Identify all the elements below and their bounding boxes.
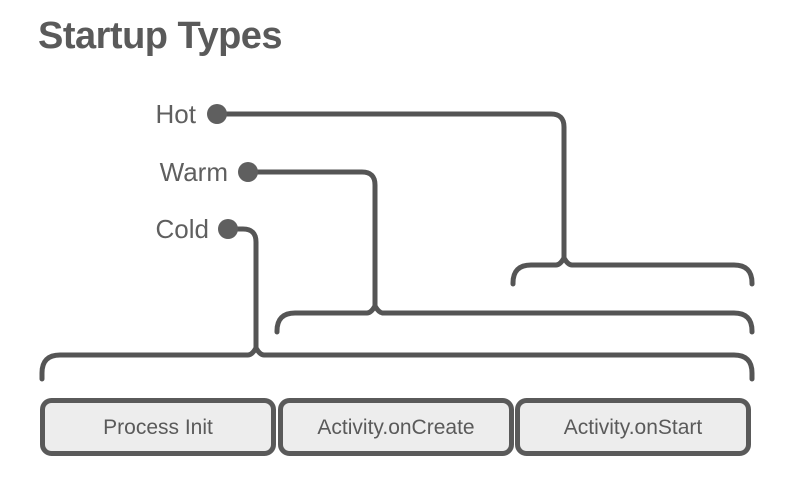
branch-dot-warm — [238, 162, 258, 182]
branch-label-hot: Hot — [156, 99, 197, 129]
branch-dot-cold — [218, 219, 238, 239]
connector-lines — [39, 111, 755, 382]
branch-bracket-cold — [39, 345, 755, 382]
branch-dot-hot — [207, 104, 227, 124]
stage-box-activity-onstart[interactable]: Activity.onStart — [515, 398, 751, 456]
stage-box-activity-oncreate[interactable]: Activity.onCreate — [278, 398, 514, 456]
stage-box-label-activity-oncreate: Activity.onCreate — [317, 416, 474, 439]
stage-box-process-init[interactable]: Process Init — [40, 398, 276, 456]
stage-box-label-activity-onstart: Activity.onStart — [564, 416, 703, 439]
branch-dots — [207, 104, 258, 239]
stage-box-label-process-init: Process Init — [103, 416, 213, 439]
branch-stem-hot — [222, 111, 567, 261]
branch-label-cold: Cold — [156, 214, 209, 244]
branch-bracket-warm — [274, 303, 755, 335]
branch-stem-cold — [233, 226, 259, 351]
stage-box-frame-process-init — [40, 398, 276, 456]
branch-stem-warm — [253, 169, 378, 309]
page-title: Startup Types — [38, 15, 282, 57]
stage-box-frame-activity-onstart — [515, 398, 751, 456]
stage-box-frame-activity-oncreate — [278, 398, 514, 456]
branch-label-warm: Warm — [160, 157, 228, 187]
branch-bracket-hot — [510, 255, 755, 287]
stage-boxes: Process Init Activity.onCreate Activity.on… — [40, 398, 751, 456]
